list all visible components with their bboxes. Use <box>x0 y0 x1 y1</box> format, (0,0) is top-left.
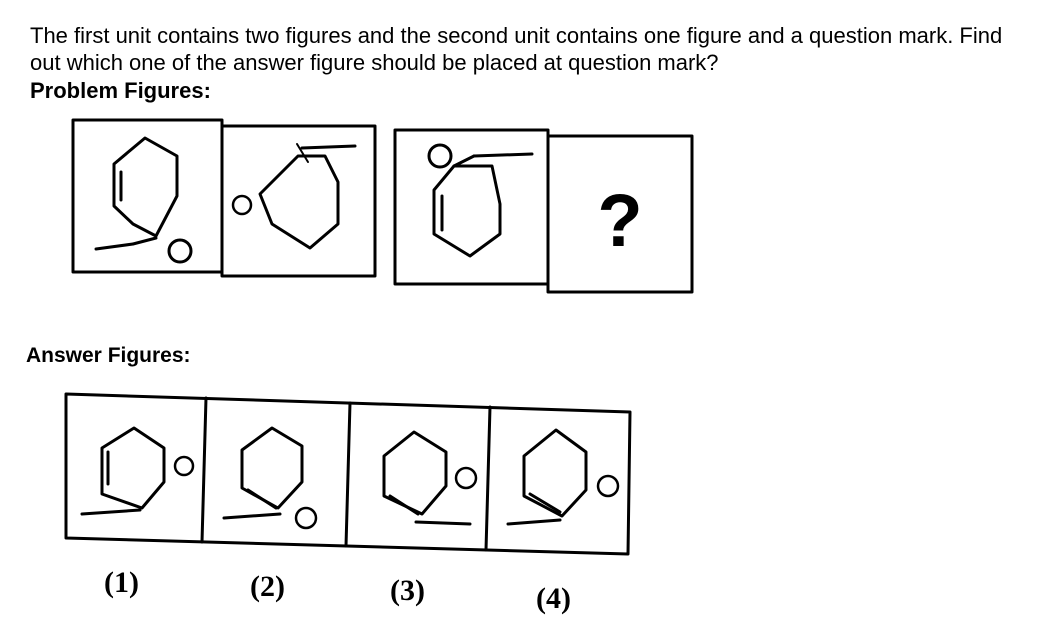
answer-label-1: (1) <box>104 566 139 599</box>
answer-label-4: (4) <box>536 582 571 615</box>
problem-figure-2 <box>231 143 357 250</box>
answer-figure-3[interactable] <box>382 430 478 526</box>
problem-figure-3 <box>427 143 534 258</box>
answer-figure-1[interactable] <box>80 426 195 516</box>
problem-figure-1 <box>94 136 193 264</box>
question-text: The first unit contains two figures and … <box>30 23 1003 75</box>
question-mark: ? <box>597 179 642 262</box>
problem-unit-2: ? <box>393 128 694 294</box>
problem-unit-1 <box>71 118 377 278</box>
answer-figures-heading: Answer Figures: <box>26 344 191 367</box>
answer-label-3: (3) <box>390 574 425 607</box>
problem-figures-heading: Problem Figures: <box>30 78 211 103</box>
answer-label-2: (2) <box>250 570 285 603</box>
answer-figure-4[interactable] <box>506 428 620 526</box>
answer-figures-strip <box>64 392 632 556</box>
answer-figure-2[interactable] <box>222 426 318 530</box>
